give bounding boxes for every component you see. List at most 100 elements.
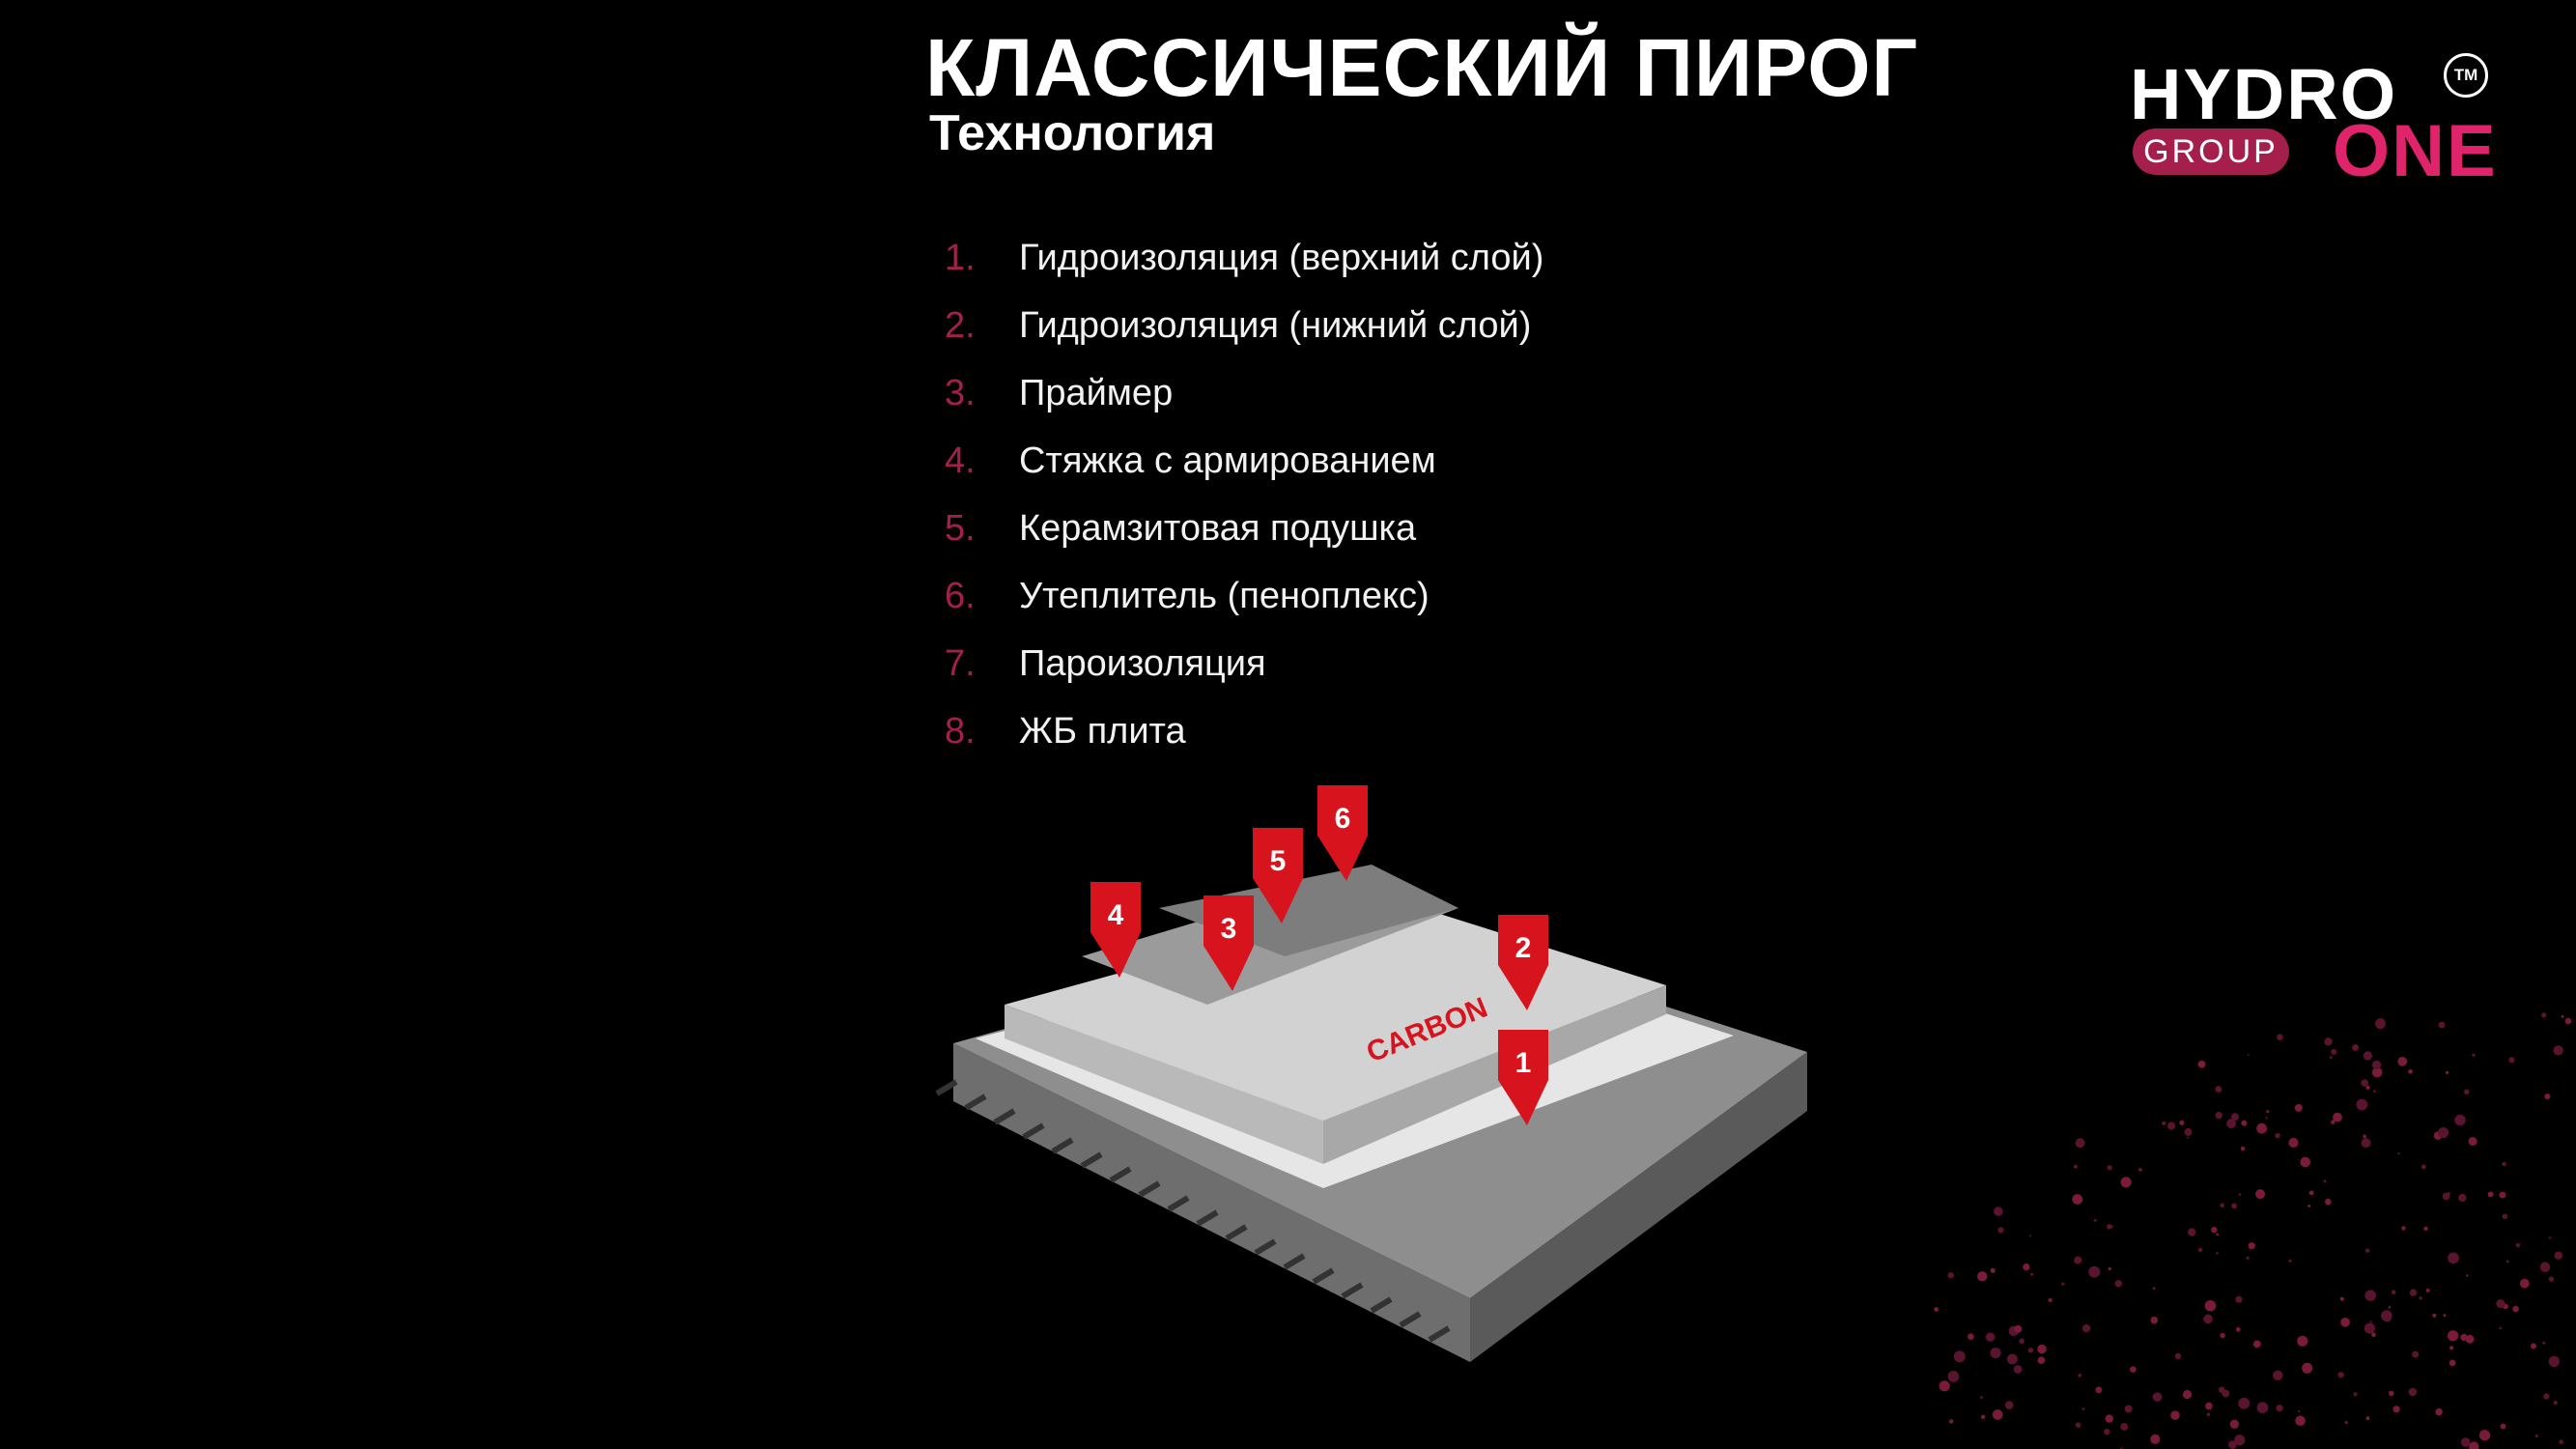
rebar-end <box>1109 1166 1132 1183</box>
layer-marker-5: 5 <box>1253 828 1303 923</box>
rebar-end <box>1080 1151 1103 1169</box>
list-item: 3.Праймер <box>945 359 1543 427</box>
item-number: 3. <box>945 372 976 413</box>
layer-marker-3: 3 <box>1203 895 1254 991</box>
paint-dot <box>2248 1242 2255 1250</box>
layer-marker-1: 1 <box>1498 1030 1548 1125</box>
paint-dot <box>1947 1370 1960 1382</box>
paint-dot <box>2275 1132 2280 1139</box>
paint-dot <box>2469 1441 2479 1449</box>
paint-dot <box>2030 1272 2034 1276</box>
paint-dot <box>2150 1316 2159 1324</box>
hydro-one-logo: HYDRO TM GROUP ONE <box>2125 53 2502 192</box>
paint-dot <box>2093 1218 2097 1222</box>
paint-dot <box>2211 1226 2218 1234</box>
rebar-end <box>1254 1238 1277 1256</box>
paint-dot <box>2307 1205 2311 1208</box>
svg-text:1: 1 <box>1515 1047 1532 1079</box>
paint-dot <box>2179 1120 2185 1125</box>
paint-dot <box>2548 1355 2560 1368</box>
paint-dot <box>2530 1343 2537 1350</box>
paint-dot <box>2512 1305 2519 1313</box>
paint-dot <box>2559 1439 2564 1444</box>
paint-dot <box>2458 1193 2467 1203</box>
logo-group: GROUP <box>2133 128 2289 175</box>
paint-dot <box>2420 1164 2426 1170</box>
list-item: 1.Гидроизоляция (верхний слой) <box>945 224 1543 292</box>
rebar-end <box>1138 1180 1161 1198</box>
paint-dot <box>2355 1045 2358 1048</box>
paint-dot <box>2443 1314 2447 1318</box>
paint-dot <box>2027 1348 2034 1353</box>
paint-dot <box>2297 1335 2308 1347</box>
rebar-end <box>1399 1311 1422 1328</box>
paint-dot <box>2412 1350 2420 1358</box>
paint-dot <box>2329 1056 2333 1060</box>
paint-dot <box>2235 1326 2241 1332</box>
paint-dot <box>2075 1138 2085 1149</box>
paint-dot <box>2363 1134 2366 1139</box>
paint-dot <box>2425 1288 2430 1293</box>
paint-dot <box>2432 1313 2437 1318</box>
item-label: Утеплитель (пеноплекс) <box>1019 575 1430 616</box>
rebar-end <box>1370 1296 1393 1314</box>
paint-dot <box>1934 1307 1939 1312</box>
paint-dot <box>2014 1324 2023 1333</box>
paint-dot <box>2419 1296 2422 1300</box>
paint-dot <box>2105 1414 2113 1423</box>
rebar-end <box>935 1079 958 1096</box>
paint-dot <box>2240 1146 2246 1151</box>
page-title: КЛАССИЧЕСКИЙ ПИРОГ <box>925 22 1919 113</box>
paint-dot <box>2371 1066 2383 1078</box>
paint-dot <box>2029 1235 2032 1237</box>
paint-dot <box>2364 1322 2375 1334</box>
logo-hydro: HYDRO <box>2130 54 2398 134</box>
spray-paint-decoration <box>1934 1012 2572 1449</box>
paint-dot <box>2273 1370 2283 1381</box>
paint-dot <box>2081 1323 2091 1333</box>
svg-text:2: 2 <box>1515 932 1532 964</box>
paint-dot <box>2197 1247 2203 1253</box>
paint-dot <box>2246 1256 2250 1260</box>
rebar-end <box>1196 1209 1219 1227</box>
rebar-ends <box>935 1079 1451 1343</box>
paint-dot <box>2061 1282 2065 1286</box>
paint-dot <box>2167 1122 2176 1130</box>
rebar-end <box>1283 1253 1306 1270</box>
paint-dot <box>2104 1429 2110 1435</box>
paint-dot <box>2300 1156 2311 1168</box>
paint-dot <box>1994 1207 2003 1216</box>
item-label: ЖБ плита <box>1019 710 1186 752</box>
paint-dot <box>2078 1373 2082 1378</box>
paint-dot <box>2048 1297 2052 1303</box>
paint-dot <box>2188 1228 2196 1236</box>
paint-dot <box>2006 1353 2018 1365</box>
rebar-end <box>1225 1224 1248 1241</box>
item-number: 1. <box>945 237 976 278</box>
paint-dot <box>2331 1048 2337 1055</box>
paint-dot <box>2356 1098 2368 1111</box>
paint-dot <box>1953 1350 1966 1363</box>
paint-dot <box>2519 1278 2530 1289</box>
paint-dot <box>2197 1060 2206 1068</box>
layer-marker-4: 4 <box>1090 882 1141 978</box>
paint-dot <box>2074 1256 2082 1264</box>
item-number: 7. <box>945 642 976 684</box>
paint-dot <box>2206 1412 2211 1417</box>
paint-dot <box>2397 1151 2400 1155</box>
layer-list: 1.Гидроизоляция (верхний слой) 2.Гидроиз… <box>945 224 1543 765</box>
paint-dot <box>2365 1085 2370 1090</box>
paint-dot <box>2369 1321 2372 1323</box>
paint-dot <box>2174 1352 2182 1360</box>
paint-dot <box>2534 1434 2538 1438</box>
paint-dot <box>2184 1127 2193 1136</box>
paint-dot <box>2442 1192 2450 1201</box>
paint-dot <box>2288 1259 2292 1263</box>
paint-dot <box>2448 1252 2459 1264</box>
paint-dot <box>2037 1344 2047 1354</box>
paint-dot <box>2256 1122 2268 1134</box>
paint-dot <box>2333 1112 2342 1122</box>
paint-dot <box>2364 1248 2370 1253</box>
paint-dot <box>2298 1410 2301 1413</box>
